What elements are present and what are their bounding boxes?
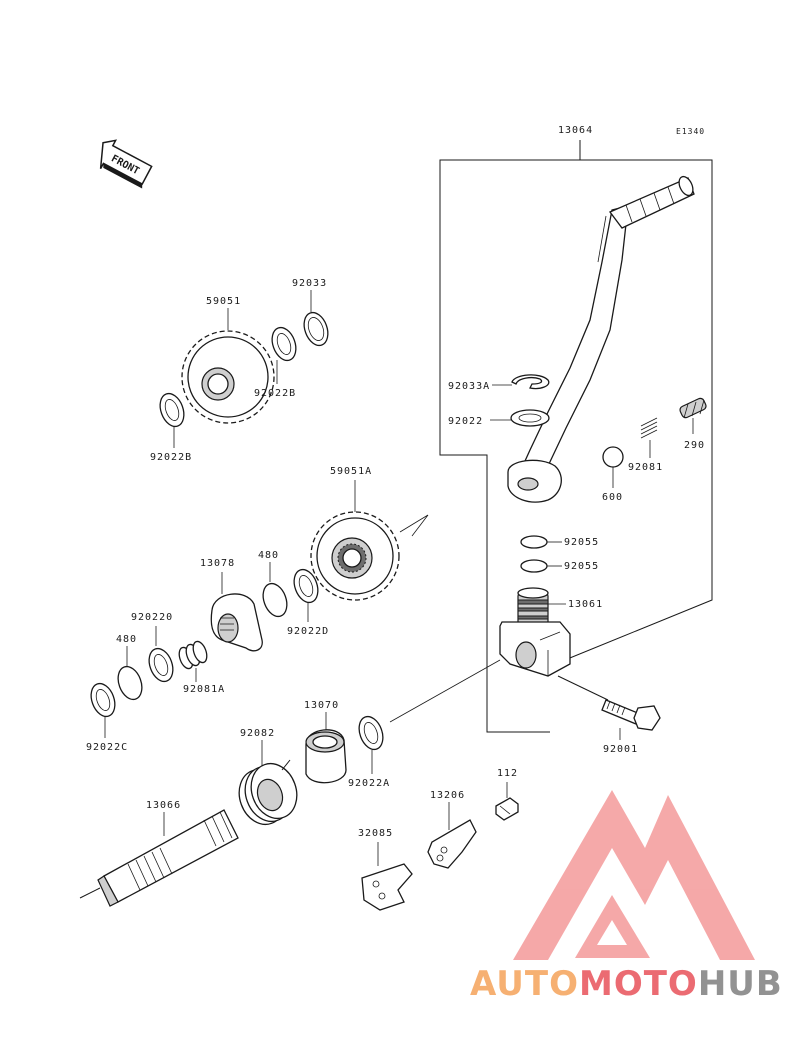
part-label-92081: 92081 bbox=[628, 462, 663, 473]
part-label-92033A: 92033A bbox=[448, 381, 490, 392]
part-label-92055-a: 92055 bbox=[564, 537, 599, 548]
watermark-word-hub: HUB bbox=[698, 964, 783, 1004]
part-label-480-left: 480 bbox=[116, 634, 137, 645]
front-arrow-icon: FRONT bbox=[99, 139, 153, 189]
part-label-13078: 13078 bbox=[200, 558, 235, 569]
kick-pedal-arm bbox=[507, 175, 695, 503]
washer-92022C bbox=[90, 682, 116, 718]
washer-92022 bbox=[510, 409, 550, 427]
washer-480-top bbox=[262, 582, 288, 618]
washer-92022A bbox=[358, 715, 384, 751]
kick-shaft-13066 bbox=[79, 809, 239, 907]
part-label-92022A: 92022A bbox=[348, 778, 390, 789]
part-label-920220: 920220 bbox=[131, 612, 173, 623]
part-label-13206: 13206 bbox=[430, 790, 465, 801]
washer-92022B-top bbox=[271, 326, 297, 362]
part-label-92055-b: 92055 bbox=[564, 561, 599, 572]
collar-13070 bbox=[305, 729, 347, 784]
part-label-32085: 32085 bbox=[358, 828, 393, 839]
circlip-part bbox=[511, 374, 550, 390]
part-label-92082: 92082 bbox=[240, 728, 275, 739]
ratchet-13078 bbox=[210, 593, 263, 652]
part-label-92022B-top: 92022B bbox=[254, 388, 296, 399]
bolt-112 bbox=[495, 797, 519, 821]
kick-boss-13061 bbox=[499, 587, 571, 677]
watermark-word-auto: AUTO bbox=[470, 964, 579, 1004]
ball-part bbox=[602, 446, 624, 468]
torsion-spring-92082 bbox=[238, 759, 298, 826]
part-label-92001: 92001 bbox=[603, 744, 638, 755]
part-label-13070: 13070 bbox=[304, 700, 339, 711]
part-label-13064: 13064 bbox=[558, 125, 593, 136]
washer-480-left bbox=[117, 665, 143, 701]
plate-13206 bbox=[427, 819, 477, 869]
svg-text:AUTOMOTOHUB: AUTOMOTOHUB bbox=[470, 964, 783, 1004]
part-label-92022C: 92022C bbox=[86, 742, 128, 753]
part-label-112: 112 bbox=[497, 768, 518, 779]
part-label-92022D: 92022D bbox=[287, 626, 329, 637]
bolt-92001 bbox=[557, 675, 661, 731]
watermark-logo-icon bbox=[513, 790, 755, 960]
o-ring-92055-a bbox=[520, 535, 548, 549]
part-label-59051A: 59051A bbox=[330, 466, 372, 477]
part-label-92033: 92033 bbox=[292, 278, 327, 289]
part-label-92022: 92022 bbox=[448, 416, 483, 427]
gear-59051A bbox=[310, 511, 400, 601]
washer-92022B-left bbox=[159, 392, 185, 428]
watermark-word-moto: MOTO bbox=[579, 964, 698, 1004]
washer-920220 bbox=[148, 647, 174, 683]
part-label-600: 600 bbox=[602, 492, 623, 503]
part-label-290: 290 bbox=[684, 440, 705, 451]
o-ring-92055-b bbox=[520, 559, 548, 573]
gear-59051 bbox=[181, 330, 275, 424]
washer-92033 bbox=[303, 311, 329, 347]
part-label-13061: 13061 bbox=[568, 599, 603, 610]
spring-92081A bbox=[178, 640, 208, 670]
part-label-59051: 59051 bbox=[206, 296, 241, 307]
part-label-92022B-left: 92022B bbox=[150, 452, 192, 463]
watermark-text: AUTOMOTOHUB bbox=[470, 964, 783, 1004]
small-spring-part bbox=[640, 417, 658, 439]
reference-code: E1340 bbox=[676, 127, 705, 136]
part-label-480-top: 480 bbox=[258, 550, 279, 561]
spring-290-part bbox=[679, 397, 707, 419]
plate-32085 bbox=[361, 863, 413, 911]
part-label-92081A: 92081A bbox=[183, 684, 225, 695]
assembly-bracket bbox=[439, 140, 713, 733]
part-label-13066: 13066 bbox=[146, 800, 181, 811]
